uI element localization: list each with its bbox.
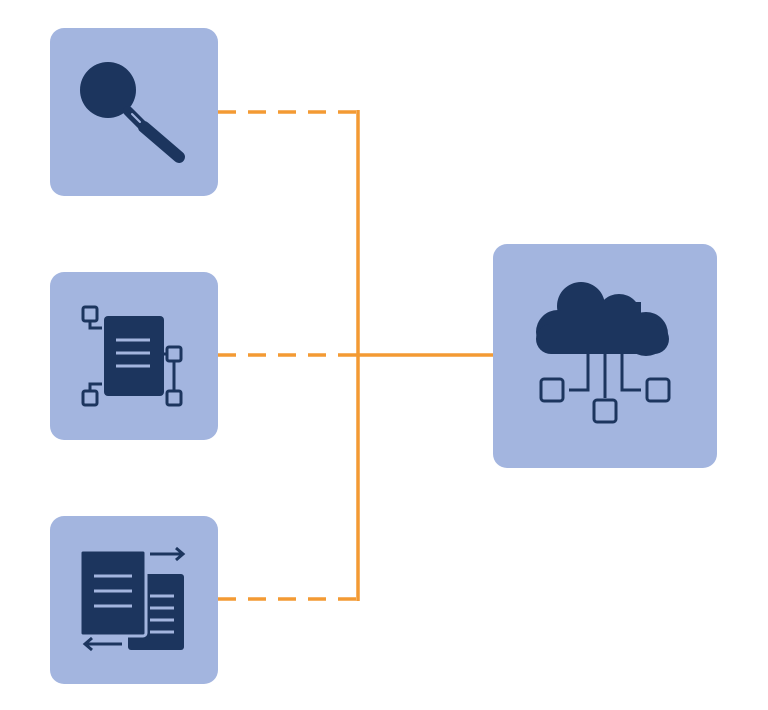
cloud-network-icon <box>536 282 671 424</box>
document-transfer-icon <box>78 546 186 652</box>
document-tile <box>50 272 218 440</box>
cloud-tile <box>493 244 717 468</box>
magnifying-glass-icon <box>80 62 185 163</box>
document-structure-icon <box>81 305 183 407</box>
search-tile <box>50 28 218 196</box>
transfer-tile <box>50 516 218 684</box>
